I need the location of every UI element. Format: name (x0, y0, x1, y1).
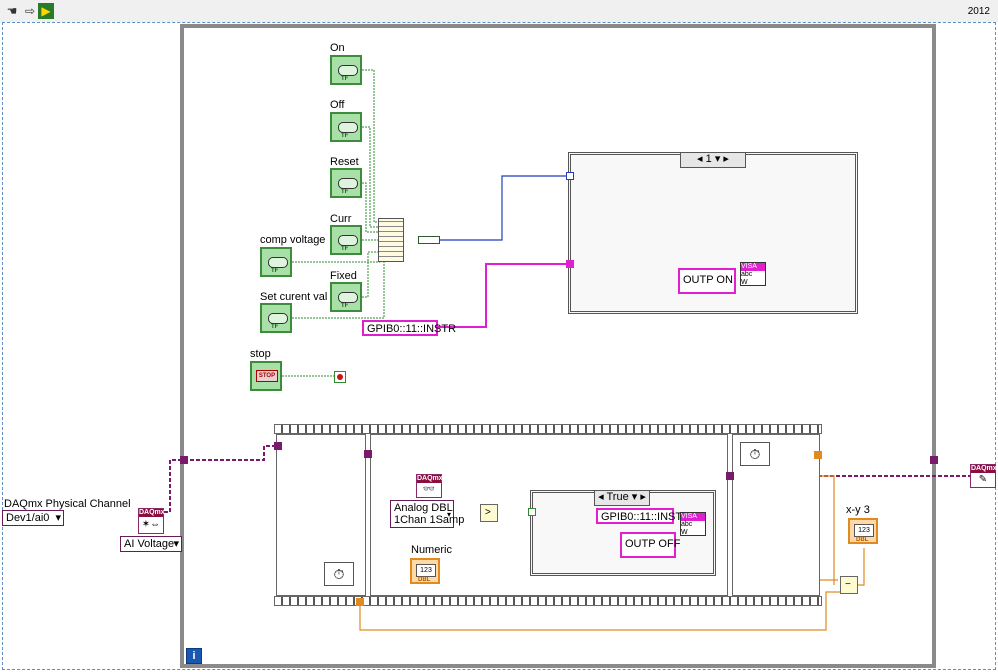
sequence-tunnel-orange-1 (356, 598, 364, 606)
sequence-tunnel-1 (274, 442, 282, 450)
chevron-down-icon: ▾ (446, 510, 451, 519)
sequence-filmstrip-top (274, 424, 822, 434)
comp-voltage-label: comp voltage (260, 234, 326, 246)
chevron-down-icon: ▾ (173, 538, 179, 550)
set-current-control[interactable]: TF (260, 303, 292, 333)
visa-write-node-inner[interactable]: VISA abc W (680, 512, 706, 536)
version-year: 2012 (967, 6, 990, 17)
glasses-icon: 👓 (422, 484, 436, 495)
daqmx-read-mode-selector[interactable]: Analog DBL 1Chan 1Samp ▾ (390, 500, 464, 528)
loop-iteration-terminal[interactable]: i (186, 648, 202, 664)
outp-on-constant[interactable]: OUTP ON (678, 268, 736, 294)
sequence-tunnel-orange-2 (814, 451, 822, 459)
wait-ms-icon-2[interactable]: ⏱ (740, 442, 770, 466)
while-loop[interactable] (180, 24, 936, 668)
reset-control[interactable]: TF (330, 168, 362, 198)
sequence-tunnel-2 (364, 450, 372, 458)
stop-control[interactable]: STOP (250, 361, 282, 391)
block-diagram-frame (2, 22, 996, 670)
visa-write-node-top[interactable]: VISA abc W (740, 262, 766, 286)
boolean-array-to-number-node[interactable] (418, 236, 440, 244)
reset-label: Reset (330, 156, 359, 168)
top-case-tunnel (566, 260, 574, 268)
numeric-label: Numeric (411, 544, 452, 556)
xy-indicator[interactable]: 123 DBL (848, 518, 878, 544)
eraser-icon: ✎ (978, 474, 988, 485)
curr-control[interactable]: TF (330, 225, 362, 255)
daqmx-channel-control[interactable]: Dev1/ai0 ▾ (2, 510, 64, 526)
stop-condition-icon (337, 374, 343, 380)
subtract-node[interactable]: − (840, 576, 858, 594)
hand-icon[interactable]: ☚ (6, 4, 18, 18)
set-current-label: Set curent val (260, 291, 328, 303)
top-case-selector[interactable]: ◂ 1 ▾ ▸ (680, 152, 746, 168)
on-control[interactable]: TF (330, 55, 362, 85)
chevron-down-icon: ▾ (55, 512, 61, 524)
case-dropdown-icon[interactable]: ▾ (631, 491, 638, 503)
loop-tunnel-right (930, 456, 938, 464)
curr-label: Curr (330, 213, 352, 225)
daqmx-clear-task-node[interactable]: DAQmx ✎ (970, 464, 997, 488)
inner-case-selector-terminal[interactable] (528, 508, 536, 516)
wait-ms-icon-1[interactable]: ⏱ (324, 562, 354, 586)
xy-label: x-y 3 (846, 504, 870, 516)
stop-label: stop (250, 348, 271, 360)
wire-enum (440, 175, 570, 241)
case-dropdown-icon[interactable]: ▾ (714, 153, 721, 165)
build-array-node[interactable] (378, 218, 404, 262)
gpib-resource-top[interactable]: GPIB0::11::INSTR (362, 320, 456, 336)
case-decrement-icon[interactable]: ◂ (598, 491, 604, 503)
greater-than-node[interactable]: > (480, 504, 498, 522)
fixed-control[interactable]: TF (330, 282, 362, 312)
wire-reset (362, 182, 386, 233)
case-decrement-icon[interactable]: ◂ (697, 153, 703, 165)
wire-on (362, 69, 386, 223)
run-icon[interactable]: ▶ (38, 3, 54, 19)
comp-voltage-control[interactable]: TF (260, 247, 292, 277)
case-increment-icon[interactable]: ▸ (723, 153, 729, 165)
loop-tunnel-left (180, 456, 188, 464)
wire-fixed (362, 251, 386, 298)
loop-condition-terminal[interactable] (334, 371, 346, 383)
off-control[interactable]: TF (330, 112, 362, 142)
greater-icon: > (485, 507, 491, 518)
wire-wait-b (359, 591, 842, 631)
off-label: Off (330, 99, 345, 111)
arrow-icon[interactable]: ⇨ (24, 4, 36, 18)
case-increment-icon[interactable]: ▸ (640, 491, 646, 503)
on-label: On (330, 42, 345, 54)
sequence-filmstrip-bottom (274, 596, 822, 606)
inner-case-selector[interactable]: ◂ True ▾ ▸ (594, 490, 650, 506)
minus-icon: − (845, 579, 851, 590)
ai-voltage-selector[interactable]: AI Voltage ▾ (120, 536, 182, 552)
wire-wait-d (818, 475, 835, 585)
create-channel-icon: ✶⇔ (141, 519, 161, 530)
daqmx-create-channel-node[interactable]: DAQmx ✶⇔ (138, 508, 165, 534)
outp-off-constant[interactable]: OUTP OFF (620, 532, 680, 558)
numeric-control[interactable]: 123 DBL (410, 558, 440, 584)
toolbar: ☚ ⇨ ▶ 2012 (0, 0, 998, 22)
fixed-label: Fixed (330, 270, 357, 282)
sequence-tunnel-3 (726, 472, 734, 480)
case-selector-terminal[interactable] (566, 172, 574, 180)
gpib-resource-inner[interactable]: GPIB0::11::INSTR (596, 508, 690, 524)
wire-xy (858, 548, 865, 586)
daqmx-channel-label: DAQmx Physical Channel (4, 498, 131, 510)
daqmx-read-node[interactable]: DAQmx 👓 (416, 474, 443, 498)
